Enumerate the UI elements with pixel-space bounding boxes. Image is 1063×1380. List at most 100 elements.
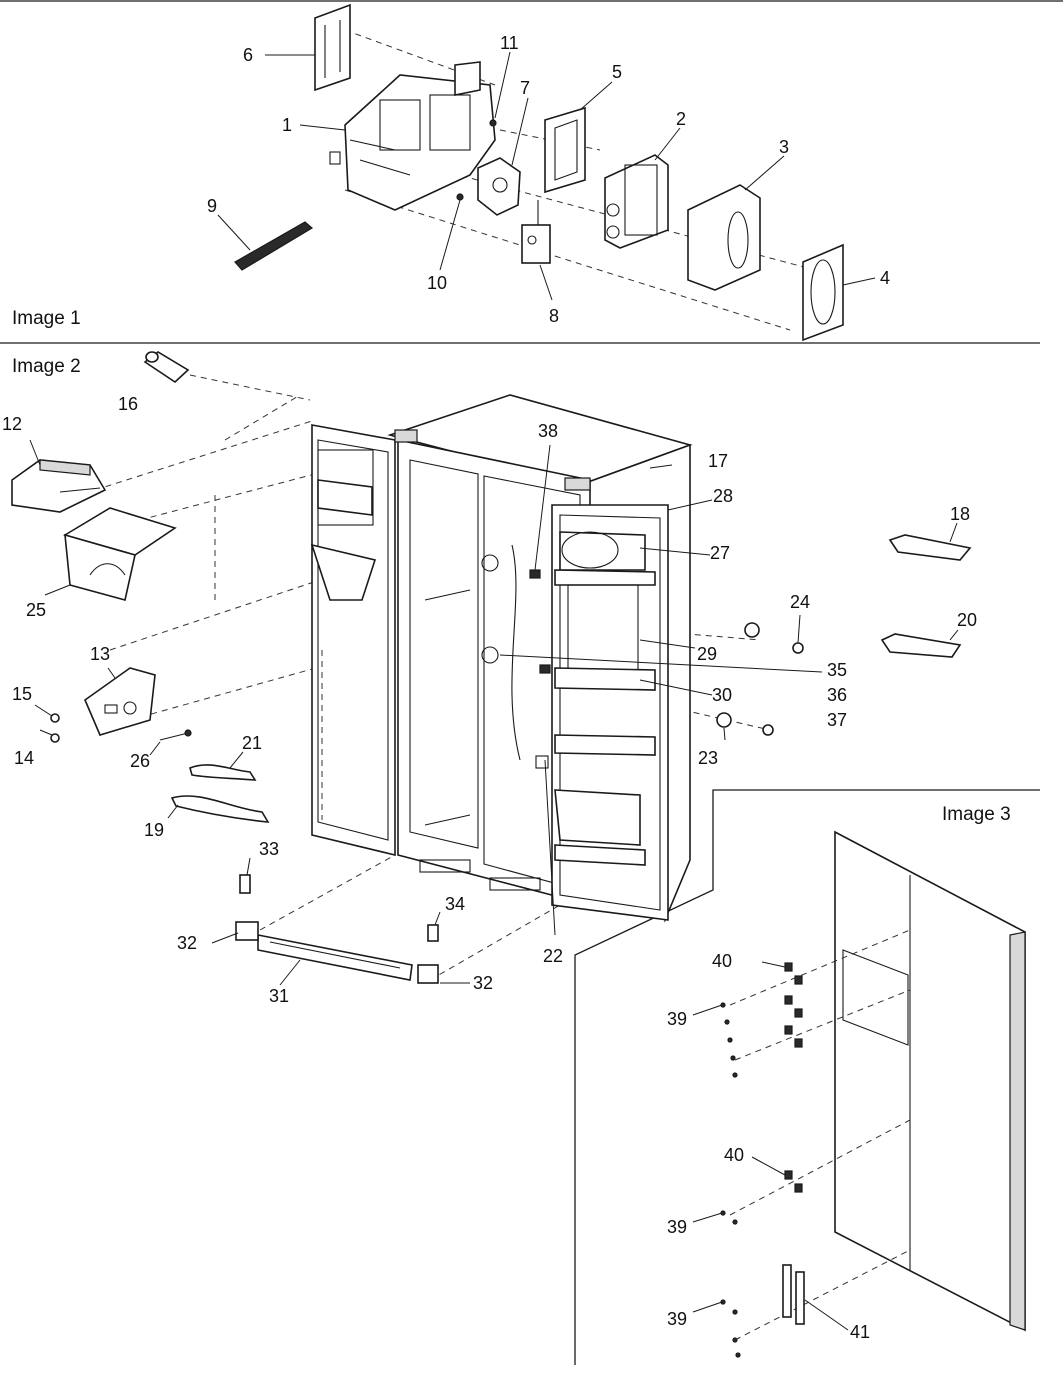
callout-40-lower: 40 <box>724 1145 744 1165</box>
panel-title-image3: Image 3 <box>942 804 1011 825</box>
callout-36: 36 <box>827 685 847 705</box>
callout-25: 25 <box>26 600 46 620</box>
part-9-strip <box>234 221 314 271</box>
part-23-cam <box>716 712 732 728</box>
callout-19: 19 <box>144 820 164 840</box>
part-4-gasket <box>802 243 844 342</box>
callout-17: 17 <box>708 451 728 471</box>
freezer-door <box>310 424 396 857</box>
callout-32-left: 32 <box>177 933 197 953</box>
part-10-screw <box>456 193 464 201</box>
callout-39-lower: 39 <box>667 1309 687 1329</box>
part-20-shelf <box>880 633 962 658</box>
part-3-dispenser-cover <box>687 184 761 291</box>
callout-1: 1 <box>282 115 292 135</box>
part-2-motor-bracket <box>604 154 669 249</box>
part-34-cap <box>427 924 439 942</box>
part-8-switch <box>521 200 551 264</box>
callout-37: 37 <box>827 710 847 730</box>
part-21-harness <box>189 764 257 781</box>
image1-assembly <box>234 3 844 342</box>
part-6-gasket <box>314 3 351 92</box>
callout-28: 28 <box>713 486 733 506</box>
callout-30: 30 <box>712 685 732 705</box>
part-32-hinge-cover-right <box>417 964 439 984</box>
part-24-cam <box>744 622 760 638</box>
part-12-ice-bin-cover <box>11 459 107 513</box>
callout-23: 23 <box>698 748 718 768</box>
callout-8: 8 <box>549 306 559 326</box>
callout-21: 21 <box>242 733 262 753</box>
callout-22: 22 <box>543 946 563 966</box>
image3-frame <box>574 789 1040 1365</box>
part-32-hinge-cover-left <box>235 921 259 941</box>
callout-14: 14 <box>14 748 34 768</box>
callout-12: 12 <box>2 414 22 434</box>
part-23-cap <box>762 724 774 736</box>
part-5-gasket <box>544 106 586 194</box>
image3-callouts: 39 39 39 40 40 41 <box>667 951 870 1342</box>
callout-32-right: 32 <box>473 973 493 993</box>
callout-26: 26 <box>130 751 150 771</box>
part-24-cap <box>792 642 804 654</box>
part-26-screw <box>159 729 192 741</box>
door-panel <box>834 830 1026 1332</box>
callout-6: 6 <box>243 45 253 65</box>
part-1-dispenser-housing <box>329 61 496 211</box>
callout-15: 15 <box>12 684 32 704</box>
callout-16: 16 <box>118 394 138 414</box>
part-33-cap <box>239 874 251 894</box>
part-25-ice-bucket <box>63 507 177 601</box>
callout-27: 27 <box>710 543 730 563</box>
image3-leaders <box>692 961 849 1331</box>
callout-33: 33 <box>259 839 279 859</box>
callout-39-upper: 39 <box>667 1009 687 1029</box>
callout-24: 24 <box>790 592 810 612</box>
part-13-control-housing <box>84 667 156 736</box>
image3-assembly <box>720 830 1026 1358</box>
fresh-food-door <box>551 504 669 921</box>
part-31-grille <box>257 934 413 981</box>
callout-40-upper: 40 <box>712 951 732 971</box>
callout-39-middle: 39 <box>667 1217 687 1237</box>
part-22-bracket <box>535 755 549 769</box>
part-38-clip <box>529 569 541 579</box>
callout-9: 9 <box>207 196 217 216</box>
callout-35: 35 <box>827 660 847 680</box>
hinge-hardware <box>784 962 803 1193</box>
image1-callouts: 1 2 3 4 5 6 7 8 9 10 11 <box>207 33 890 326</box>
callout-38: 38 <box>538 421 558 441</box>
image2-callouts: 12 13 14 15 16 17 18 19 20 21 22 23 24 2… <box>2 394 977 1006</box>
callout-13: 13 <box>90 644 110 664</box>
part-16-filter <box>143 351 190 384</box>
part-7-solenoid <box>477 157 521 216</box>
callout-20: 20 <box>957 610 977 630</box>
part-19-harness <box>170 795 270 823</box>
image2-assembly <box>11 351 972 984</box>
part-11-screw <box>489 119 497 127</box>
image2-leaders <box>29 439 959 986</box>
callout-11: 11 <box>500 33 519 53</box>
panel-title-image1: Image 1 <box>12 308 81 329</box>
callout-3: 3 <box>779 137 789 157</box>
part-15-nut <box>50 713 60 723</box>
callout-18: 18 <box>950 504 970 524</box>
callout-4: 4 <box>880 268 890 288</box>
part-18-shelf <box>888 534 972 561</box>
part-14-nut <box>50 733 60 743</box>
image1-leaders <box>217 51 876 301</box>
part-30-clip <box>539 664 551 674</box>
callout-2: 2 <box>676 109 686 129</box>
callout-10: 10 <box>427 273 447 293</box>
callout-41: 41 <box>850 1322 870 1342</box>
callout-31: 31 <box>269 986 289 1006</box>
callout-29: 29 <box>697 644 717 664</box>
callout-5: 5 <box>612 62 622 82</box>
callout-7: 7 <box>520 78 530 98</box>
panel-title-image2: Image 2 <box>12 356 81 377</box>
callout-34: 34 <box>445 894 465 914</box>
part-41-handle-brackets <box>782 1264 805 1325</box>
screws <box>720 1002 741 1358</box>
